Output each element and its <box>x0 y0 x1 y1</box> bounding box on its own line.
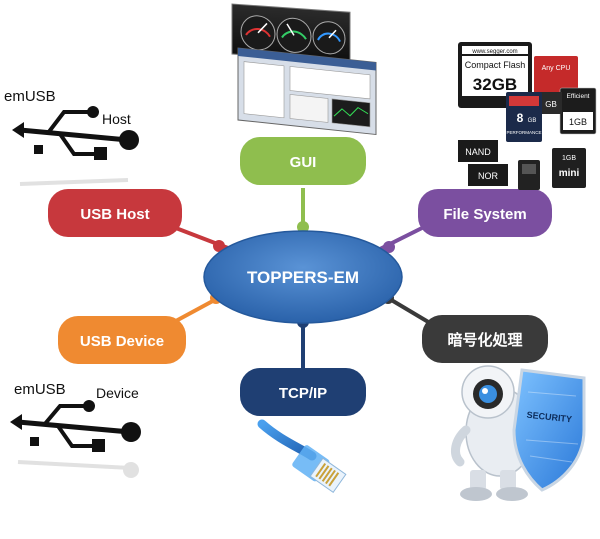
connector-dot-file-system <box>383 241 395 253</box>
sd-unit: GB <box>528 118 537 124</box>
usb-device-illustration: emUSB Device <box>10 381 141 478</box>
sd-label: PERFORMANCE <box>506 130 541 135</box>
usb-symbol-icon-device <box>10 400 141 452</box>
node-gui-label: GUI <box>290 154 317 171</box>
usb-device-caption: Device <box>96 385 139 401</box>
node-usb-host-label: USB Host <box>80 206 149 223</box>
network-cable-illustration <box>257 419 347 494</box>
gb-label: GB <box>545 100 557 109</box>
sd-size: 8 <box>517 111 524 125</box>
security-label: SECURITY <box>526 410 572 425</box>
one-gb-label: 1GB <box>569 117 587 127</box>
connector-dot-usb-host <box>213 240 225 252</box>
node-tcpip: TCP/IP <box>240 368 366 416</box>
memory-cards-illustration: www.segger.com Compact Flash 32GB Any CP… <box>458 42 597 190</box>
node-usb-device: USB Device <box>58 316 186 364</box>
node-crypto-label: 暗号化処理 <box>447 331 522 349</box>
usb-symbol-icon <box>12 106 139 160</box>
mini-size-label: 1GB <box>562 155 576 162</box>
node-usb-host: USB Host <box>48 189 182 237</box>
usb-host-caption: Host <box>102 111 131 127</box>
cf-vendor: www.segger.com <box>471 49 517 55</box>
gui-monitors-illustration <box>231 3 377 136</box>
mini-label: mini <box>559 168 580 179</box>
node-tcpip-label: TCP/IP <box>279 385 327 402</box>
usb-device-brand: emUSB <box>14 381 66 398</box>
node-file-system-label: File System <box>443 206 526 223</box>
nand-label: NAND <box>465 147 491 157</box>
usb-host-illustration: emUSB Host <box>4 88 139 186</box>
usb-host-brand: emUSB <box>4 88 56 105</box>
nor-label: NOR <box>478 171 499 181</box>
center-label: TOPPERS-EM <box>247 268 359 287</box>
connector-dot-gui <box>297 221 309 233</box>
efficient-label: Efficient <box>566 93 589 100</box>
cf-size: 32GB <box>473 75 517 94</box>
center-node: TOPPERS-EM <box>203 230 403 324</box>
security-robot-illustration: SECURITY <box>451 365 586 501</box>
connector-crypto <box>386 296 432 325</box>
node-crypto: 暗号化処理 <box>422 315 548 363</box>
node-usb-device-label: USB Device <box>80 333 164 350</box>
node-gui: GUI <box>240 137 366 185</box>
any-cpu-label: Any CPU <box>542 65 571 72</box>
node-file-system: File System <box>418 189 552 237</box>
cf-title: Compact Flash <box>465 60 526 70</box>
